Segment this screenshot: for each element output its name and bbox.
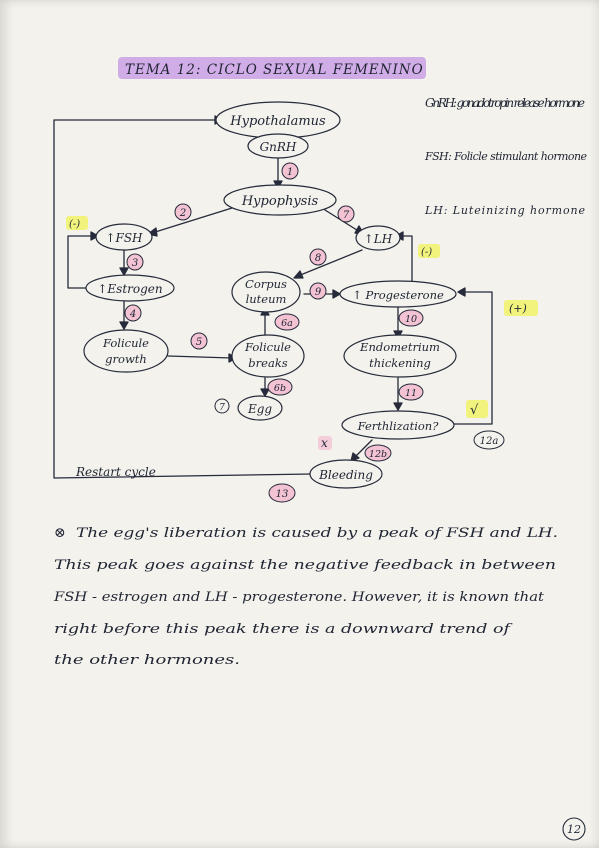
follicle-breaks-line2: breaks: [248, 356, 287, 370]
page-number: 12: [562, 817, 586, 841]
corpus-label: Corpus: [245, 277, 287, 291]
cross-highlight: [318, 436, 332, 450]
follicle-growth-line1: Folicule: [102, 336, 149, 350]
note-mark: ⊗: [54, 525, 66, 541]
step-numbers: 1 2 3 4 5 6a 6b 7 8 9 10 11 12a 12b 13 7: [124, 162, 505, 503]
step-13: 13: [276, 489, 289, 500]
neg-lh-highlight: [418, 244, 440, 258]
pos-highlight: [504, 300, 538, 316]
note-line-4: right before this peak there is a downwa…: [54, 622, 513, 637]
note-line-5: the other hormones.: [54, 653, 240, 668]
progesterone-label: ↑ Progesterone: [352, 288, 444, 302]
legend-fsh: FSH: Folicle stimulant hormone: [424, 150, 587, 163]
hypophysis-label: Hypophysis: [241, 194, 319, 209]
node-follicle-breaks: Folicule breaks: [231, 334, 305, 378]
step-12a: 12a: [480, 436, 499, 447]
bleeding-label: Bleeding: [318, 468, 373, 482]
node-endometrium: Endometrium thickening: [343, 334, 457, 378]
fertilization-label: Ferthlization?: [357, 419, 440, 433]
node-bleeding: Bleeding: [309, 459, 383, 489]
node-hypophysis: Hypophysis: [223, 184, 337, 216]
follicle-growth-line2: growth: [105, 352, 147, 366]
neg-fsh-sign: (-): [69, 219, 80, 230]
note-line-2: This peak goes against the negative feed…: [54, 558, 556, 573]
check-mark: √: [470, 403, 479, 418]
pos-sign: (+): [509, 302, 527, 315]
step-10: 10: [405, 314, 417, 325]
step-5: 5: [196, 337, 202, 348]
step-7-egg: 7: [219, 403, 225, 413]
note-block: ⊗ The egg's liberation is caused by a pe…: [53, 525, 558, 668]
page-title: TEMA 12: CICLO SEXUAL FEMENINO: [125, 62, 424, 78]
neg-lh-sign: (-): [421, 247, 432, 258]
check-highlight: [466, 400, 488, 418]
fsh-label: ↑FSH: [105, 231, 143, 245]
note-line-1: The egg's liberation is caused by a peak…: [76, 526, 558, 541]
restart-cycle-label: Restart cycle: [75, 465, 156, 479]
page-number-label: 12: [567, 823, 581, 836]
node-progesterone: ↑ Progesterone: [339, 280, 457, 308]
follicle-breaks-line1: Folicule: [244, 340, 291, 354]
node-lh: ↑LH: [355, 225, 401, 251]
step-11: 11: [405, 388, 417, 399]
gnrh-label: GnRH: [260, 140, 297, 154]
cross-mark: x: [321, 436, 328, 450]
legend-gnrh: GnRH: gonadotropin release hormone: [425, 96, 585, 110]
step-8: 8: [315, 253, 321, 264]
step-4: 4: [129, 309, 136, 320]
node-fertilization: Ferthlization?: [341, 410, 455, 440]
step-6b: 6b: [274, 383, 286, 394]
node-corpus-luteum: Corpus luteum: [231, 271, 301, 313]
node-estrogen: ↑Estrogen: [85, 274, 175, 302]
node-hypothalamus: Hypothalamus: [215, 101, 341, 139]
step-6a: 6a: [281, 318, 293, 329]
step-3: 3: [132, 258, 138, 269]
step-9: 9: [315, 287, 322, 298]
node-fsh: ↑FSH: [95, 223, 153, 251]
neg-fsh-highlight: [66, 216, 88, 230]
note-line-3: FSH - estrogen and LH - progesterone. Ho…: [53, 590, 545, 605]
node-follicle-growth: Folicule growth: [83, 329, 169, 373]
hypothalamus-label: Hypothalamus: [229, 114, 326, 129]
endometrium-line1: Endometrium: [359, 340, 440, 354]
step-1: 1: [287, 167, 293, 178]
node-gnrh: GnRH: [247, 133, 309, 159]
luteum-label: luteum: [246, 292, 287, 306]
lh-label: ↑LH: [364, 232, 393, 246]
legend: GnRH: gonadotropin release hormone FSH: …: [424, 96, 587, 217]
legend-lh: LH: Luteinizing hormone: [424, 204, 585, 217]
step-7: 7: [343, 210, 350, 221]
node-egg: Egg: [237, 395, 283, 421]
title-highlight: [118, 57, 426, 79]
endometrium-line2: thickening: [369, 356, 431, 370]
step-12b: 12b: [369, 449, 387, 460]
estrogen-label: ↑Estrogen: [97, 282, 162, 296]
egg-label: Egg: [247, 402, 272, 416]
step-2: 2: [179, 208, 186, 219]
